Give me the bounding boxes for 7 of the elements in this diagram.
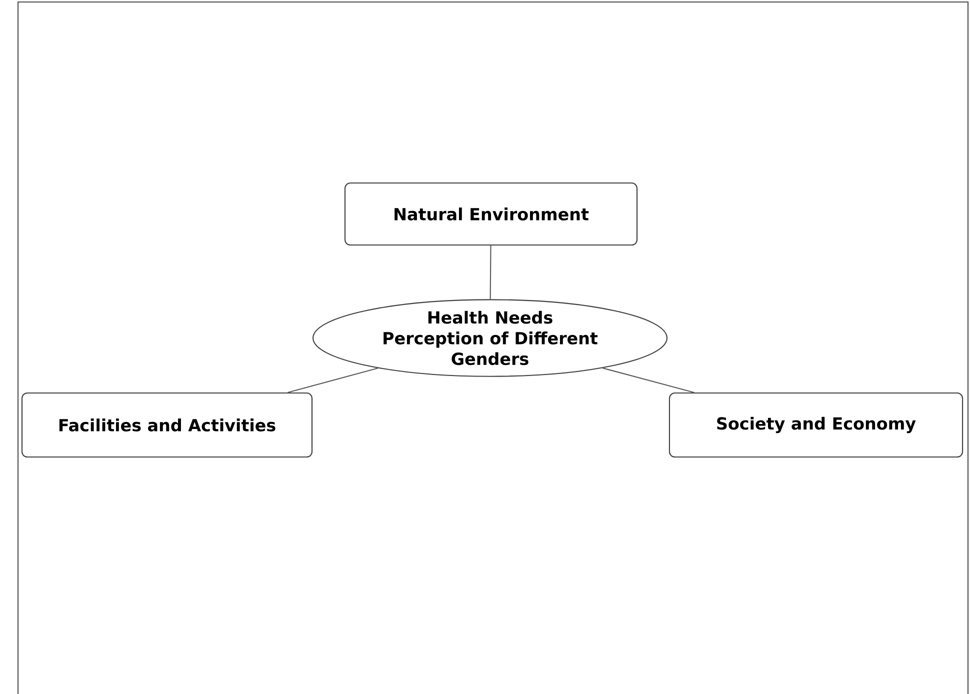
connector-line xyxy=(288,368,378,393)
connector-line xyxy=(602,368,694,393)
rounded-box: Natural Environment xyxy=(344,182,638,246)
rounded-box: Facilities and Activities xyxy=(21,392,313,458)
rounded-box: Society and Economy xyxy=(668,392,964,458)
connector-line xyxy=(490,246,492,300)
ellipse-node: Health Needs Perception of Different Genders xyxy=(312,299,668,377)
